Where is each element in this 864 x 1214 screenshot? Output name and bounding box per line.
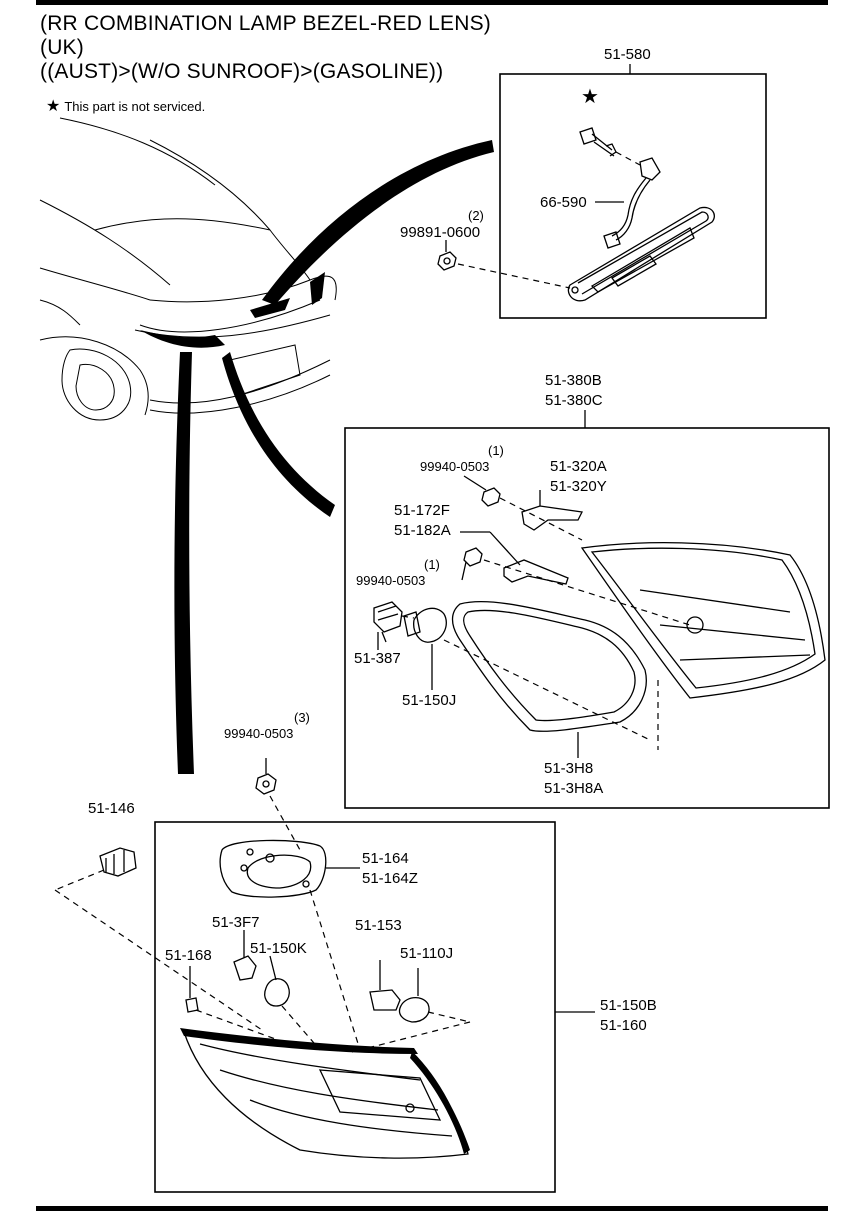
leader-to-inner-lamp [222,352,335,517]
leader-to-high-mount-lamp [262,140,494,305]
callout-51-153: 51-153 [355,917,402,934]
callout-51-150J: 51-150J [402,692,457,709]
qty-1-lower: (1) [424,557,440,572]
inner-lamp-box [344,427,830,809]
callout-51-164: 51-164 [362,850,409,867]
not-serviced-text: This part is not serviced. [64,99,206,114]
top-border [36,0,828,5]
callout-51-146: 51-146 [88,800,135,817]
callout-51-380B: 51-380B [545,372,602,389]
qty-1-upper: (1) [488,443,504,458]
callout-51-168: 51-168 [165,947,212,964]
callout-51-3H8: 51-3H8 [544,760,594,777]
callout-51-164Z: 51-164Z [362,870,418,887]
qty-2: (2) [468,208,484,223]
qty-3: (3) [294,710,310,725]
star-icon: ★ [46,98,61,115]
callout-51-150K: 51-150K [250,940,307,957]
callout-51-387: 51-387 [354,650,401,667]
callout-51-580: 51-580 [604,46,651,63]
not-serviced-note: ★This part is not serviced. [46,96,205,116]
inner-lamp-drawing [373,475,826,758]
bottom-border [36,1206,828,1211]
outer-lamp-drawing [54,758,471,1159]
callout-99891-0600: 99891-0600 [400,224,481,241]
callout-99940-0503-lower: 99940-0503 [356,573,426,588]
callout-51-110J: 51-110J [400,945,454,962]
diagram-conditions: ((AUST)>(W/O SUNROOF)>(GASOLINE)) [40,60,444,83]
star-icon: ★ [581,86,599,108]
callout-51-380C: 51-380C [545,392,603,409]
high-mount-lamp-box [499,73,767,319]
car-rear-illustration [39,117,337,421]
outer-lamp-box [154,821,556,1193]
callout-51-3F7: 51-3F7 [212,914,260,931]
leader-to-outer-lamp [174,352,194,774]
diagram-title: (RR COMBINATION LAMP BEZEL-RED LENS) [40,12,491,35]
high-mount-lamp-drawing [437,127,715,302]
diagram-market: (UK) [40,36,84,59]
callout-66-590: 66-590 [540,194,587,211]
callout-51-150B: 51-150B [600,997,657,1014]
callout-51-3H8A: 51-3H8A [544,780,604,797]
callout-99940-0503-upper: 99940-0503 [420,459,490,474]
callout-51-320Y: 51-320Y [550,478,607,495]
callout-99940-0503-box3: 99940-0503 [224,726,294,741]
callout-51-160: 51-160 [600,1017,647,1034]
callout-51-172F: 51-172F [394,502,450,519]
callout-51-320A: 51-320A [550,458,607,475]
callout-51-182A: 51-182A [394,522,451,539]
